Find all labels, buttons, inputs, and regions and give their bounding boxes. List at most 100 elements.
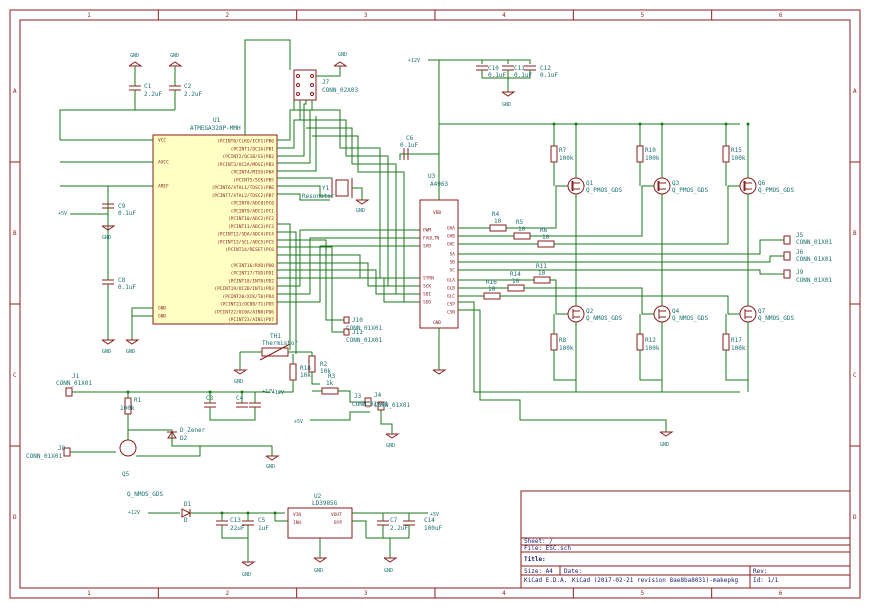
frame-column-label: 3 <box>364 12 368 19</box>
nmos-transistor <box>653 305 671 323</box>
pmos-transistor <box>653 177 671 195</box>
u1-pin-label: (PCINT6/XTAL1/TOSC1)PB6 <box>212 185 275 191</box>
svg-text:GND: GND <box>102 349 111 355</box>
u3-pin-label: GHB <box>447 234 455 240</box>
transistor-value: Q_PMOS_GDS <box>672 187 709 194</box>
svg-text:CONN_01X01: CONN_01X01 <box>374 402 411 409</box>
transistor-value: Q_NMOS_GDS <box>758 315 795 322</box>
resistor-ref: R15 <box>731 147 742 154</box>
gate-resistor <box>537 240 555 248</box>
svg-text:0.1uF: 0.1uF <box>118 284 136 291</box>
pulldown-resistor <box>550 333 558 351</box>
svg-text:22uF: 22uF <box>230 525 245 532</box>
svg-text:R1: R1 <box>134 397 142 404</box>
svg-text:+12V: +12V <box>408 58 420 64</box>
u1-pin-label: (PCINT7/XTAL2/TOSC2)PB7 <box>212 193 275 199</box>
frame-column-label: 2 <box>226 12 230 19</box>
frame-row-label: B <box>13 230 17 237</box>
resistor-value: 10 <box>494 218 502 225</box>
svg-text:0.1uF: 0.1uF <box>488 72 506 79</box>
svg-text:D2: D2 <box>180 435 188 442</box>
svg-text:+5V: +5V <box>430 512 439 518</box>
u1-pin-label: (PCINT8/ADC0)PC0 <box>231 201 275 207</box>
transistor-value: Q_NMOS_GDS <box>586 315 623 322</box>
svg-text:GND: GND <box>266 464 275 470</box>
sense-return: GND <box>458 301 740 448</box>
svg-text:C5: C5 <box>258 517 266 524</box>
resistor-value: 10 <box>518 226 526 233</box>
svg-text:J5: J5 <box>796 232 804 239</box>
r2-resistor: R2 10k <box>308 352 331 385</box>
u3-pin-label: SDI <box>423 292 431 298</box>
svg-text:C8: C8 <box>118 277 126 284</box>
svg-text:C10: C10 <box>488 65 499 72</box>
frame-row-label: D <box>853 514 857 521</box>
svg-text:GND: GND <box>386 443 395 449</box>
u3-pin-label: CSP <box>447 302 455 308</box>
svg-text:GND: GND <box>170 53 179 59</box>
svg-text:GND: GND <box>384 568 393 574</box>
resistor-value: 100k <box>559 155 574 162</box>
frame-column-label: 4 <box>502 590 506 597</box>
svg-text:C1: C1 <box>144 83 152 90</box>
svg-text:GND: GND <box>102 235 111 241</box>
resistor-ref: R8 <box>559 337 567 344</box>
frame-column-label: 1 <box>87 590 91 597</box>
svg-text:GND: GND <box>502 102 511 108</box>
phase-outputs: J5 CONN_01X01 J6 CONN_01X01 J9 CONN_01X0… <box>458 232 833 284</box>
svg-text:GND: GND <box>314 568 323 574</box>
tb-id: Id: 1/1 <box>753 577 779 584</box>
u1-pin-label: (PCINT0/CLKO/ICP1)PB0 <box>217 139 274 145</box>
u3-pin-label: CSN <box>447 310 455 316</box>
u3-pin-label: SB <box>450 260 456 266</box>
svg-text:GND: GND <box>433 320 441 326</box>
u3-ref: U3 <box>428 173 436 180</box>
u3-pin-label: SCK <box>423 284 431 290</box>
u1-pin-label: (PCINT3/OC2A/MOSI)PB3 <box>217 162 274 168</box>
u1-pin-label: GND <box>158 306 166 312</box>
u3-pin-label: GLA <box>447 278 455 284</box>
gate-resistor <box>513 232 531 240</box>
resistor-ref: R12 <box>645 337 656 344</box>
u1-pin-label: (PCINT11/ADC3)PC3 <box>228 224 274 230</box>
resistor-value: 100k <box>645 345 660 352</box>
svg-text:Y1: Y1 <box>322 185 330 192</box>
j3-connector: J3 CONN_01X01 <box>352 393 389 408</box>
svg-text:Q_NMOS_GDS: Q_NMOS_GDS <box>127 491 164 498</box>
svg-text:100k: 100k <box>120 405 135 412</box>
svg-text:CONN_01X01: CONN_01X01 <box>26 453 63 460</box>
resistor-ref: R17 <box>731 337 742 344</box>
pulldown-resistor <box>636 333 644 351</box>
svg-text:100uF: 100uF <box>424 525 442 532</box>
u3-pin-label: GHA <box>447 226 455 232</box>
frame-column-label: 4 <box>502 12 506 19</box>
gnd-symbol: GND <box>101 339 116 355</box>
svg-text:GND: GND <box>130 53 139 59</box>
u1-pin-label: (PCINT22/OC0A/AIN0)PD6 <box>214 309 274 315</box>
transistor-ref: Q7 <box>758 308 766 315</box>
svg-text:GND: GND <box>660 442 669 448</box>
svg-text:Thermistor: Thermistor <box>262 340 299 347</box>
frame-column-label: 6 <box>779 590 783 597</box>
svg-text:CONN_01X01: CONN_01X01 <box>796 239 833 246</box>
nmos-transistor <box>567 305 585 323</box>
svg-text:C7: C7 <box>390 517 398 524</box>
svg-text:0.1uF: 0.1uF <box>514 72 532 79</box>
resistor-value: 100k <box>645 155 660 162</box>
svg-text:1uF: 1uF <box>258 525 269 532</box>
u3-motor-driver: U3 A4963 VBB GND PWMFAULTNSPDSTRNSCKSDIS… <box>419 154 459 375</box>
svg-text:CONN_01X01: CONN_01X01 <box>796 256 833 263</box>
svg-text:J9: J9 <box>796 269 804 276</box>
svg-text:D: D <box>184 517 188 524</box>
gate-resistor <box>489 224 507 232</box>
svg-text:CONN_01X01: CONN_01X01 <box>346 337 383 344</box>
resistor-value: 10 <box>488 286 496 293</box>
j11-connector: J11 CONN_01X01 <box>343 328 383 344</box>
svg-text:10k: 10k <box>320 368 331 375</box>
svg-text:C14: C14 <box>424 517 435 524</box>
frame-row-label: A <box>13 88 17 95</box>
tb-version: KiCad (2017-02-21 revision 8ae8ba8031)-m… <box>572 577 739 584</box>
